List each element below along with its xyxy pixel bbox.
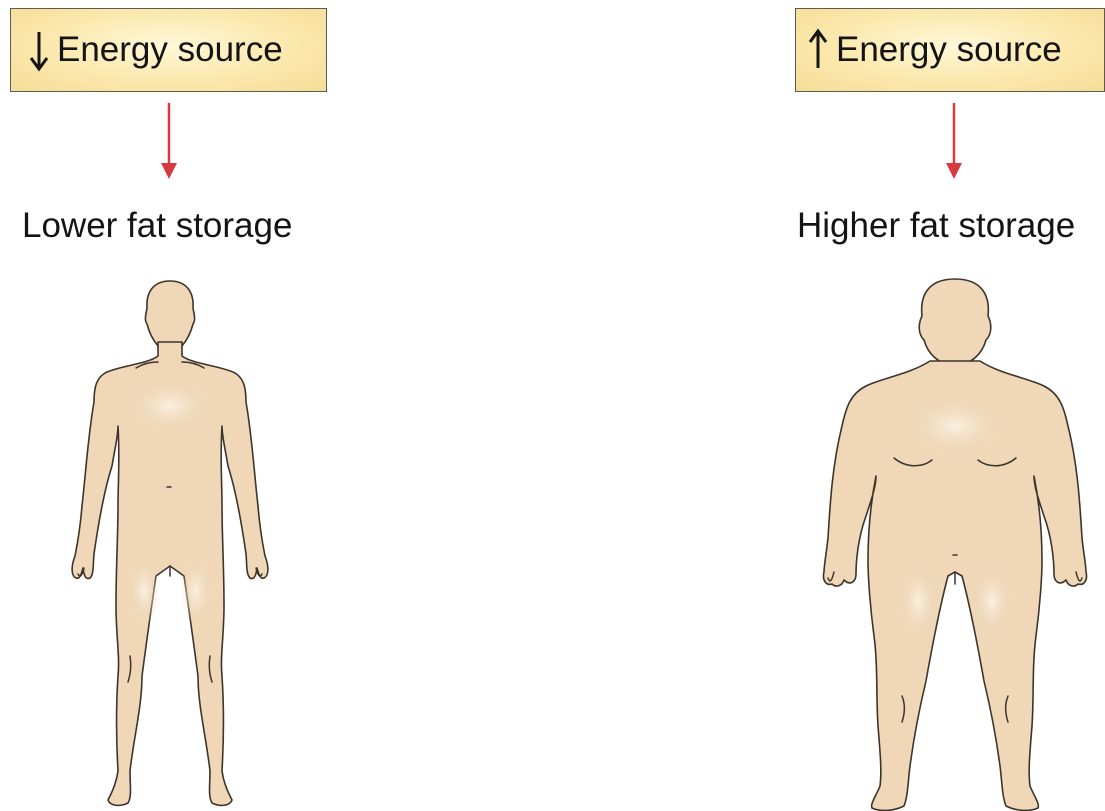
energy-source-label: Energy source <box>836 30 1062 70</box>
obese-body-figure <box>810 276 1100 811</box>
energy-source-label: Energy source <box>57 30 283 70</box>
down-arrow-icon <box>29 28 49 72</box>
higher-fat-storage-caption: Higher fat storage <box>797 204 1075 248</box>
energy-source-decrease-box: Energy source <box>10 8 327 92</box>
lower-fat-storage-caption: Lower fat storage <box>22 204 292 248</box>
obese-body-illustration <box>810 276 1100 811</box>
up-arrow-icon <box>808 28 828 72</box>
red-down-arrow-icon <box>157 103 181 181</box>
lean-body-illustration <box>60 276 280 811</box>
lean-body-figure <box>60 276 280 811</box>
red-down-arrow-icon <box>942 103 966 181</box>
energy-source-increase-box: Energy source <box>795 8 1105 92</box>
